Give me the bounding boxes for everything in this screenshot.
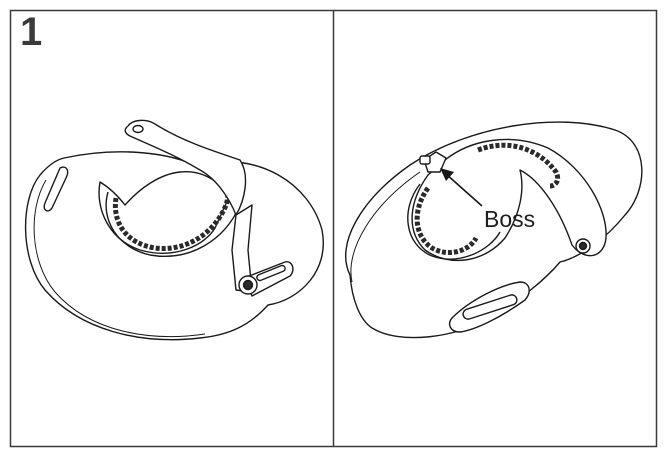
right-disc-notch (411, 138, 607, 262)
boss-cap (419, 155, 431, 165)
callout-arrow-head (440, 168, 454, 181)
right-tread-ring-left (414, 186, 479, 255)
right-tread-ring-right (477, 142, 561, 189)
left-disc-slot (43, 166, 69, 212)
right-disc-rim (350, 171, 421, 283)
right-inner-ring (407, 183, 501, 260)
callout-arrow-shaft (445, 173, 483, 207)
right-handle-slot (462, 294, 518, 320)
left-handle-slot (256, 264, 286, 282)
left-pivot-inner (242, 279, 254, 291)
right-part-illustration (345, 121, 643, 339)
boss-label: Boss (484, 206, 535, 232)
left-arm-hole (132, 124, 144, 134)
boss-callout-arrow (440, 168, 483, 207)
left-part-illustration (24, 119, 324, 341)
panel-borders (9, 9, 658, 448)
right-bolt-hole-inner (578, 241, 588, 251)
step-number: 1 (20, 10, 43, 54)
left-disc-rim (33, 179, 206, 338)
